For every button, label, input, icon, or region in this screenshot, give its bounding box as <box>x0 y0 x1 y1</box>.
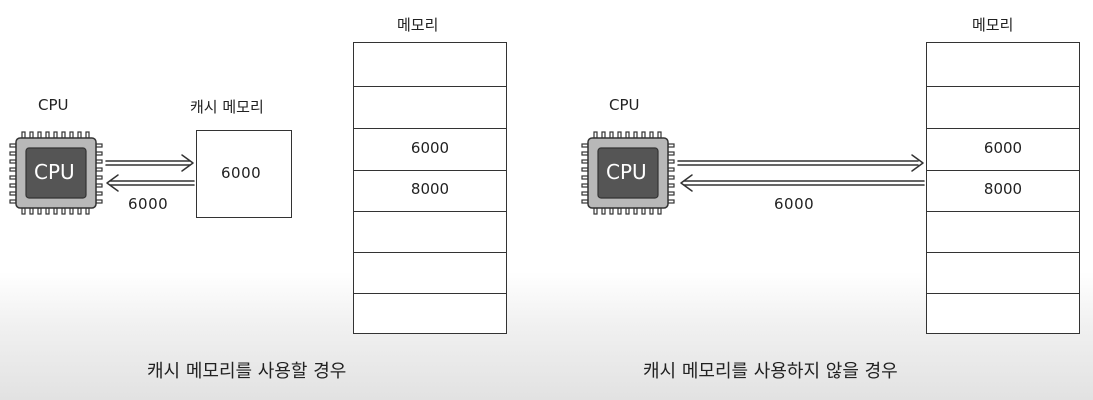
right-return-value: 6000 <box>774 195 815 213</box>
right-return-arrow-icon <box>680 174 925 192</box>
left-chip-label: CPU <box>34 160 75 184</box>
memory-cell: 8000 <box>983 180 1023 198</box>
cpu-chip-icon <box>581 131 675 215</box>
right-memory-table: 6000 8000 <box>926 42 1080 334</box>
left-request-arrow-icon <box>105 154 194 172</box>
left-caption: 캐시 메모리를 사용할 경우 <box>147 361 347 382</box>
left-memory-table: 6000 8000 <box>353 42 507 334</box>
left-cpu-chip: CPU <box>8 130 104 216</box>
left-return-arrow-icon <box>106 174 195 192</box>
right-memory-label: 메모리 <box>972 16 1014 34</box>
cache-value: 6000 <box>221 164 262 182</box>
memory-cell: 6000 <box>983 139 1023 157</box>
right-caption: 캐시 메모리를 사용하지 않을 경우 <box>643 361 898 382</box>
cache-memory-box: 6000 <box>196 130 292 218</box>
left-return-value: 6000 <box>128 195 169 213</box>
right-cpu-chip: CPU <box>580 130 676 216</box>
right-cpu-label: CPU <box>609 96 640 114</box>
memory-cell: 6000 <box>410 139 450 157</box>
memory-cell: 8000 <box>410 180 450 198</box>
right-chip-label: CPU <box>606 160 647 184</box>
cpu-chip-icon <box>9 131 103 215</box>
left-cpu-label: CPU <box>38 96 69 114</box>
left-cache-label: 캐시 메모리 <box>190 98 264 116</box>
left-memory-label: 메모리 <box>397 16 439 34</box>
right-request-arrow-icon <box>677 154 924 172</box>
